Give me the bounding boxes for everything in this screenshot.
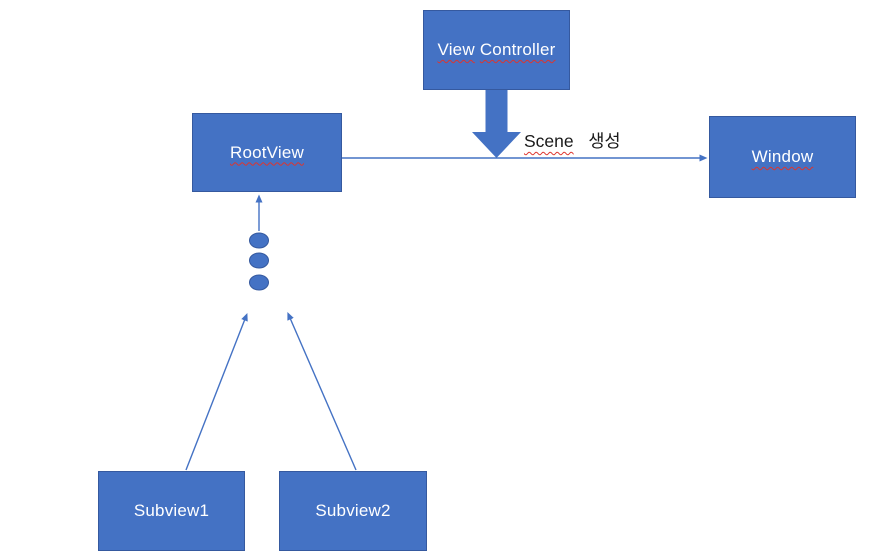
node-subview2-label: Subview2	[315, 501, 391, 520]
scene-creation-label-word2: 생성	[588, 131, 621, 151]
subview1-rootview-connector	[185, 312, 248, 471]
node-view-controller-label-word2: Controller	[479, 40, 556, 59]
node-window-label: Window	[751, 147, 814, 166]
node-subview1-label: Subview1	[133, 501, 210, 520]
node-subview1: Subview1	[98, 471, 245, 551]
scene-creation-label-word1: Scene	[524, 131, 574, 151]
node-view-controller-label-word1: View	[437, 40, 475, 59]
node-subview2: Subview2	[279, 471, 427, 551]
node-root-view: RootView	[192, 113, 342, 192]
vertical-ellipsis-icon	[249, 232, 269, 291]
node-root-view-label: RootView	[229, 142, 305, 162]
node-window: Window	[709, 116, 856, 198]
node-view-controller: View Controller	[423, 10, 570, 90]
subview2-rootview-connector	[287, 312, 357, 471]
scene-creation-label: Scene 생성	[524, 128, 621, 153]
viewcontroller-thick-arrow-icon	[472, 89, 521, 158]
